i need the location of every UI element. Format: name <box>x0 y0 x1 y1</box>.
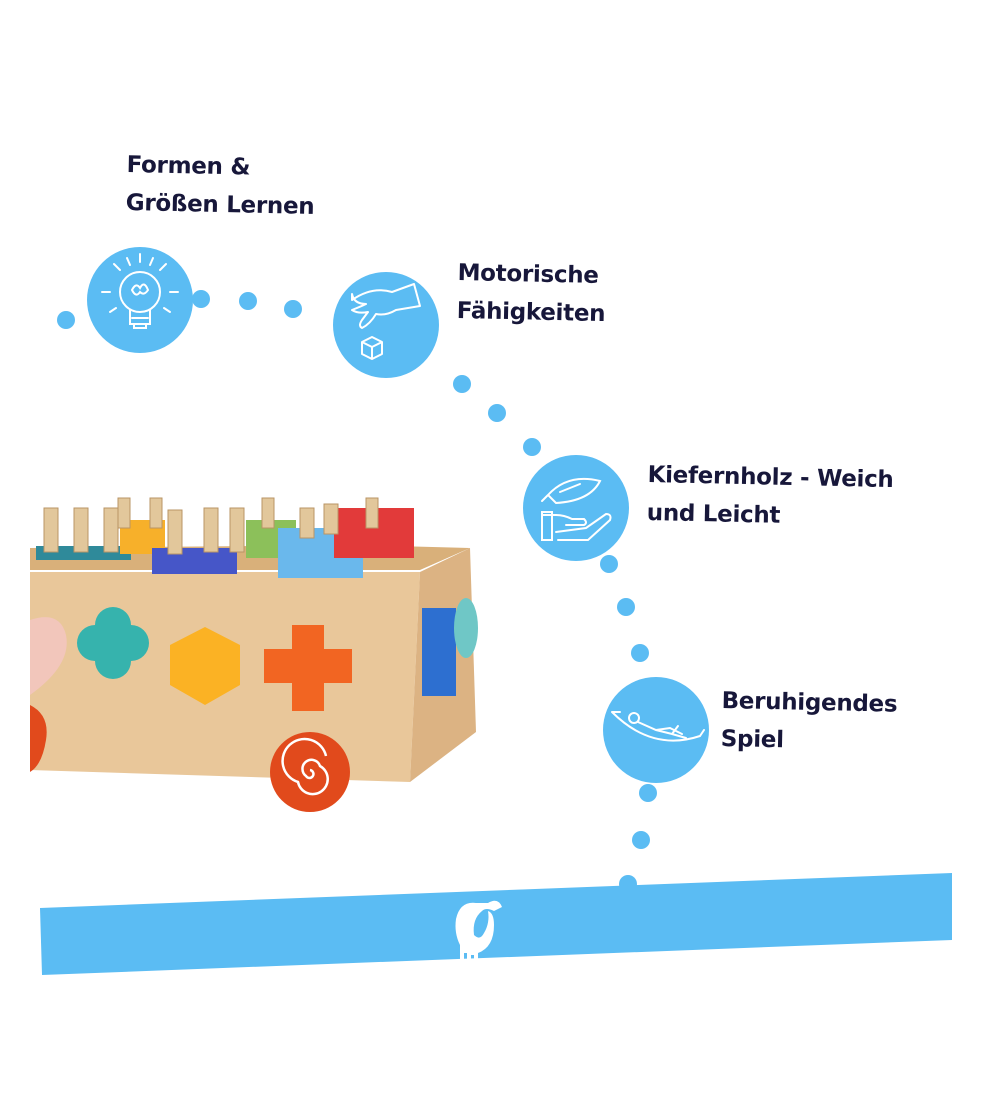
feature-line: Motorische <box>457 259 599 289</box>
hammock-icon <box>603 677 709 783</box>
dinosaur-logo-icon <box>455 900 502 963</box>
feature-line: Spiel <box>720 725 784 754</box>
lightbulb-brain-icon <box>87 247 193 353</box>
feature-line: Größen Lernen <box>125 189 315 220</box>
hand-cube-icon <box>333 272 439 378</box>
feature-label-shapes: Formen & Größen Lernen <box>125 146 315 226</box>
feature-label-motor: Motorische Fähigkeiten <box>456 254 606 333</box>
feature-label-calming: Beruhigendes Spiel <box>720 682 898 762</box>
feature-line: und Leicht <box>646 499 781 529</box>
feature-line: Formen & <box>126 151 251 181</box>
feature-line: Beruhigendes <box>721 687 898 718</box>
feather-hand-icon <box>523 455 629 561</box>
wooden-shape-sorter-toy <box>30 497 478 812</box>
feature-label-pine: Kiefernholz - Weich und Leicht <box>646 456 894 537</box>
feature-line: Fähigkeiten <box>456 297 606 328</box>
footer-banner <box>40 873 952 975</box>
feature-line: Kiefernholz - Weich <box>647 461 894 494</box>
dotted-path <box>57 290 657 893</box>
